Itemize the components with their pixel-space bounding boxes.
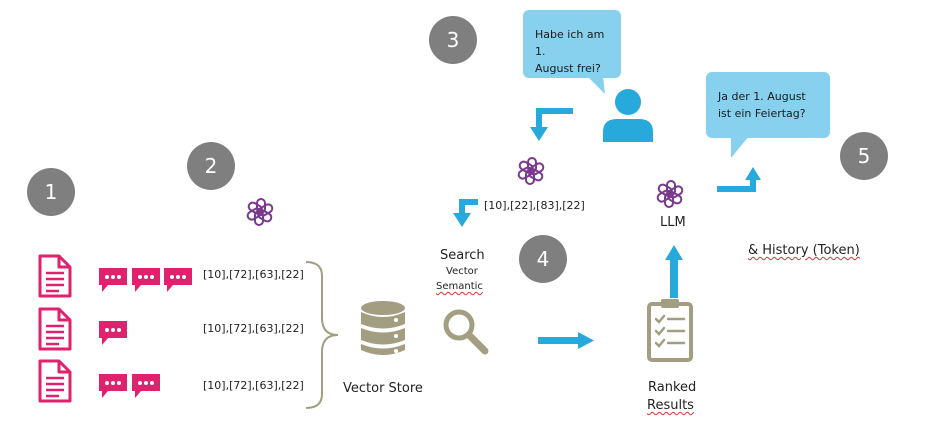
arrow-icon [665, 245, 683, 298]
openai-icon [246, 198, 274, 226]
step-2-badge: 2 [187, 142, 235, 190]
step-1-badge: 1 [27, 168, 75, 216]
vector-store-label: Vector Store [343, 381, 423, 396]
arrow-icon [717, 167, 761, 192]
answer-line-1: Ja der 1. August [718, 90, 806, 103]
embedding-vector-1: [10],[72],[63],[22] [203, 268, 304, 281]
bubble-tail-icon [731, 136, 749, 158]
search-label: Search [440, 248, 485, 263]
database-icon [361, 301, 405, 355]
document-icon [38, 254, 72, 298]
search-icon [443, 309, 489, 355]
step-3-badge: 3 [429, 16, 477, 64]
arrow-icon [530, 108, 573, 141]
embedding-vector-2: [10],[72],[63],[22] [203, 322, 304, 335]
chat-icon [132, 268, 160, 292]
llm-label: LLM [660, 215, 686, 230]
answer-line-2: ist ein Feiertag? [718, 107, 806, 120]
search-semantic-label: Semantic [436, 281, 483, 292]
arrow-icon [538, 332, 594, 349]
ranked-label: Ranked [648, 380, 697, 395]
chat-icon [132, 374, 160, 398]
answer-bubble: Ja der 1. August ist ein Feiertag? [706, 72, 830, 138]
history-label: & History (Token) [748, 243, 860, 258]
arrow-icon [453, 199, 478, 227]
clipboard-icon [647, 299, 693, 362]
results-label: Results [647, 398, 694, 413]
openai-icon [656, 180, 684, 208]
user-icon [603, 89, 653, 142]
embedding-vector-3: [10],[72],[63],[22] [203, 379, 304, 392]
step-5-badge: 5 [840, 132, 888, 180]
question-bubble: Habe ich am 1. August frei? [523, 10, 621, 78]
chat-icon [99, 321, 127, 345]
chat-icon [99, 268, 127, 292]
openai-icon [517, 157, 545, 185]
question-line-1: Habe ich am 1. [535, 28, 605, 58]
question-line-2: August frei? [535, 62, 601, 75]
query-vector: [10],[22],[83],[22] [484, 199, 585, 212]
chat-icon [99, 374, 127, 398]
search-vector-label: Vector [446, 266, 478, 277]
bubble-tail-icon [587, 76, 605, 94]
step-4-badge: 4 [519, 235, 567, 283]
chat-icon [164, 268, 192, 292]
document-icon [38, 359, 72, 403]
brace-icon [305, 261, 339, 409]
document-icon [38, 307, 72, 351]
